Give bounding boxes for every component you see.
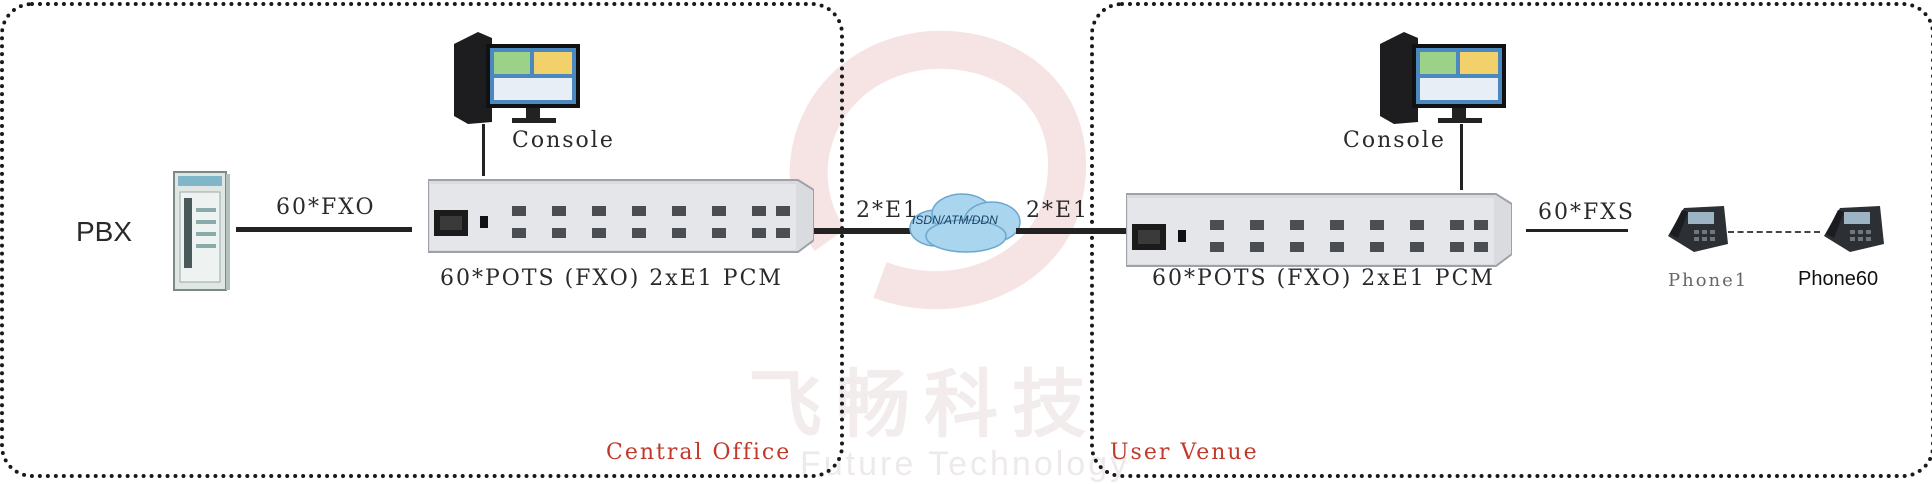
pbx-link-label: 60*FXO — [276, 195, 376, 220]
pbx-link-line — [236, 227, 412, 232]
watermark-chinese: 飞畅科技 — [748, 362, 1100, 448]
phone60-label: Phone60 — [1798, 268, 1879, 290]
phone1-icon — [1664, 200, 1730, 256]
console-link-right — [1460, 124, 1463, 190]
console-label-left: Console — [512, 128, 615, 153]
console-label-right: Console — [1343, 128, 1446, 153]
pbx-cabinet — [170, 168, 232, 294]
e1-link-left — [814, 228, 914, 234]
pbx-label: PBX — [76, 216, 133, 247]
central-office-zone — [0, 2, 844, 478]
pcm-device-left — [427, 176, 815, 258]
device-label-left: 60*POTS (FXO) 2xE1 PCM — [440, 266, 783, 291]
console-link-left — [482, 124, 485, 176]
console-computer-right — [1378, 30, 1508, 126]
e1-link-right — [1016, 228, 1126, 234]
phone-dashed-link — [1728, 231, 1820, 233]
cloud-label: ISDN/ATM/DDN — [912, 213, 998, 227]
fxs-link-line — [1526, 229, 1628, 232]
fxs-link-label: 60*FXS — [1538, 200, 1635, 225]
user-venue-label: User Venue — [1110, 440, 1259, 465]
watermark-logo — [760, 20, 1120, 320]
user-venue-text: User Venue — [1110, 440, 1259, 465]
cloud-network — [906, 188, 1024, 256]
central-office-label: Central Office — [606, 440, 792, 465]
device-label-right: 60*POTS (FXO) 2xE1 PCM — [1152, 266, 1495, 291]
pcm-device-right — [1125, 190, 1513, 272]
phone60-icon — [1820, 200, 1886, 256]
e1-label-left: 2*E1 — [856, 198, 920, 223]
e1-label-right: 2*E1 — [1026, 198, 1090, 223]
watermark-english: Future Technology — [800, 445, 1131, 483]
console-computer-left — [452, 30, 582, 126]
phone1-label: Phone1 — [1668, 270, 1749, 291]
